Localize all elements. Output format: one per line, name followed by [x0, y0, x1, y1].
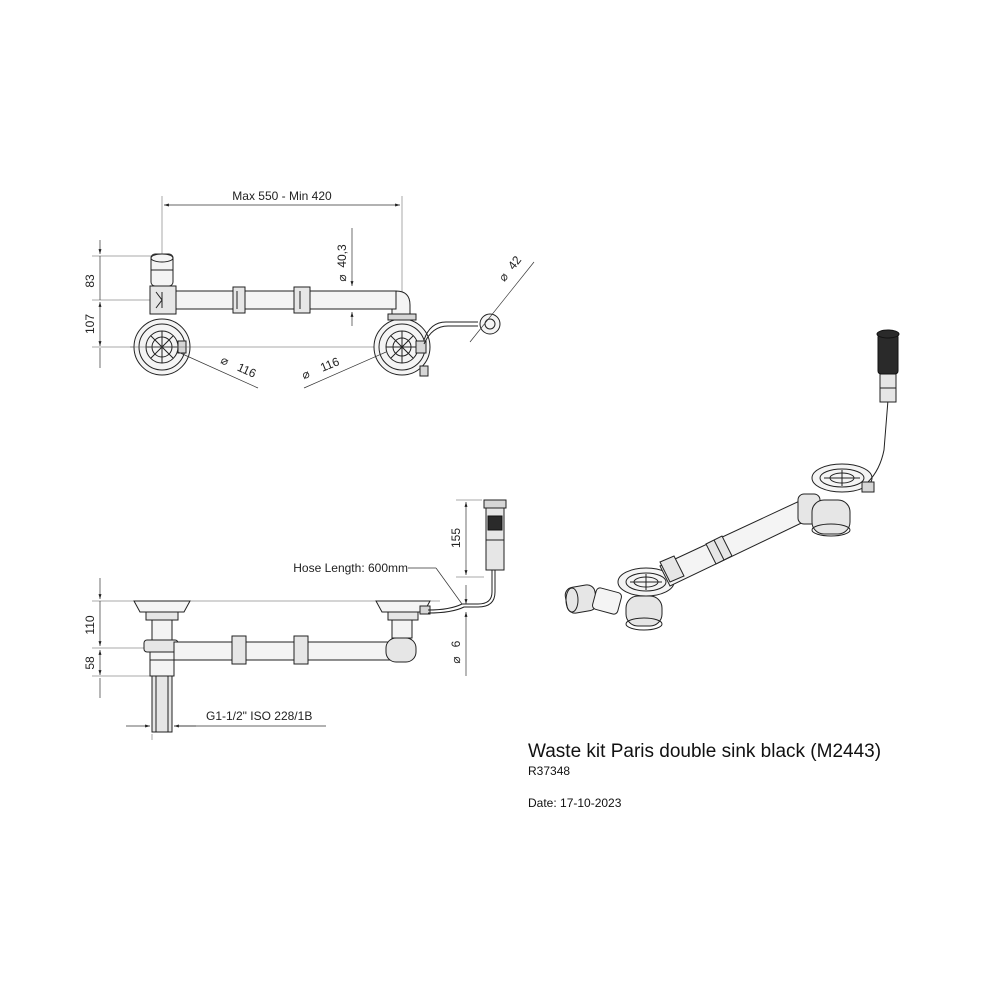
drawing-title: Waste kit Paris double sink black (M2443… — [528, 741, 881, 762]
dim-height-110: 110 — [83, 615, 97, 634]
diameter-symbol-42: ⌀ — [496, 270, 511, 284]
diameter-symbol-116-right: ⌀ — [300, 366, 312, 382]
dim-offset-40-3: 40,3 — [335, 244, 349, 268]
isometric-view — [564, 329, 900, 631]
dim-hose-length: Hose Length: 600mm — [293, 561, 408, 575]
dim-height-155: 155 — [449, 528, 463, 548]
diameter-symbol-116-left: ⌀ — [219, 353, 231, 369]
drawing-reference: R37348 — [528, 764, 570, 778]
title-block: Waste kit Paris double sink black (M2443… — [528, 741, 881, 810]
dim-height-83: 83 — [83, 274, 97, 288]
dim-diameter-42: 42 — [505, 253, 524, 272]
dim-diameter-116-left: 116 — [235, 360, 258, 381]
diameter-symbol-40: ⌀ — [335, 274, 349, 281]
dim-diameter-116-right: 116 — [318, 354, 341, 374]
dim-height-58: 58 — [83, 656, 97, 670]
dim-height-107: 107 — [83, 314, 97, 334]
side-view: 110 58 155 — [83, 499, 507, 740]
diameter-symbol-6: ⌀ — [449, 656, 463, 663]
dim-max-min-width: Max 550 - Min 420 — [232, 189, 332, 203]
dim-thread-spec: G1-1/2" ISO 228/1B — [206, 709, 312, 723]
drawing-date: Date: 17-10-2023 — [528, 796, 622, 810]
top-view: Max 550 - Min 420 83 107 ⌀ 40,3 — [83, 189, 535, 389]
dim-diameter-6: 6 — [449, 640, 463, 647]
